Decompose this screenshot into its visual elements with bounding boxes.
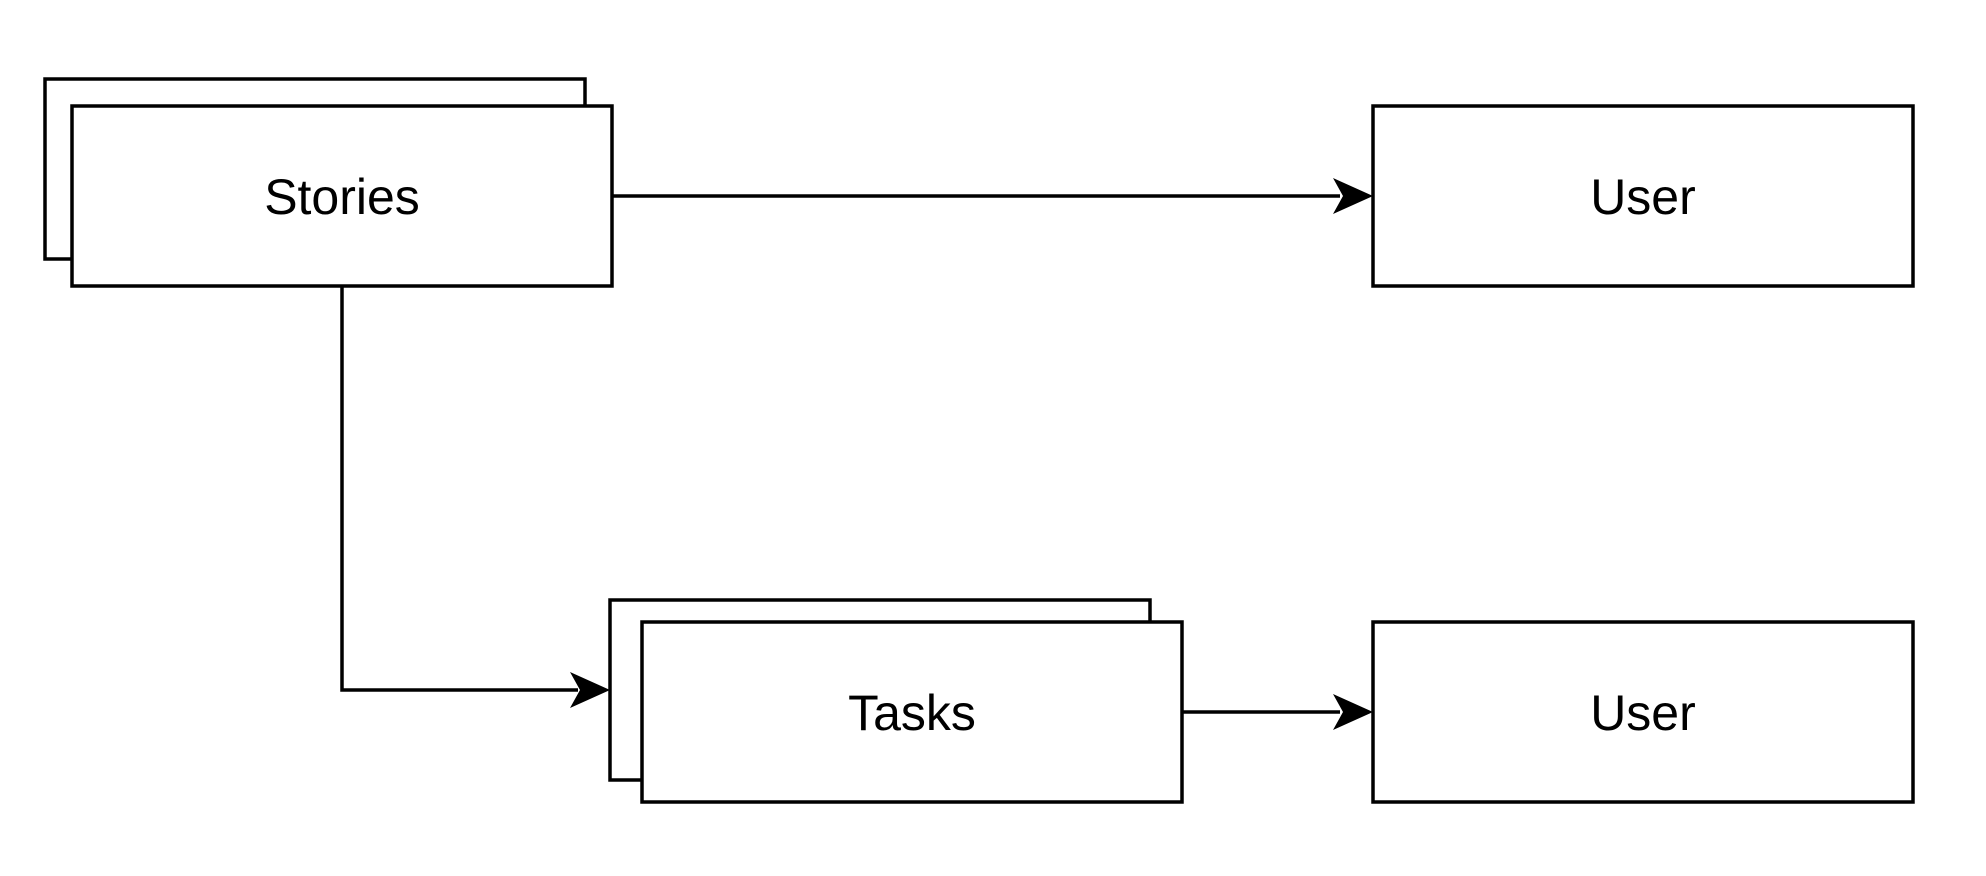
arrowhead-icon (1333, 694, 1373, 730)
stories-node[interactable]: Stories (43, 77, 614, 288)
user-top-node-label: User (1590, 169, 1696, 225)
tasks-node-label: Tasks (848, 685, 976, 741)
stories-node-label: Stories (264, 169, 420, 225)
arrowhead-icon (570, 672, 610, 708)
user-bottom-node-label: User (1590, 685, 1696, 741)
stories-node-front-sheet (70, 104, 614, 288)
user-bottom-node-box (1371, 620, 1915, 804)
user-bottom-node[interactable]: User (1371, 620, 1915, 804)
arrowhead-icon (1333, 178, 1373, 214)
edge-stories-to-tasks[interactable] (340, 286, 610, 708)
tasks-node[interactable]: Tasks (608, 598, 1184, 804)
tasks-node-front-sheet (640, 620, 1184, 804)
user-top-node-box (1371, 104, 1915, 288)
edge-tasks-to-user-bottom[interactable] (1182, 694, 1373, 730)
edge-stories-to-tasks-line (340, 286, 578, 692)
user-top-node[interactable]: User (1371, 104, 1915, 288)
edge-stories-to-user-top[interactable] (612, 178, 1373, 214)
